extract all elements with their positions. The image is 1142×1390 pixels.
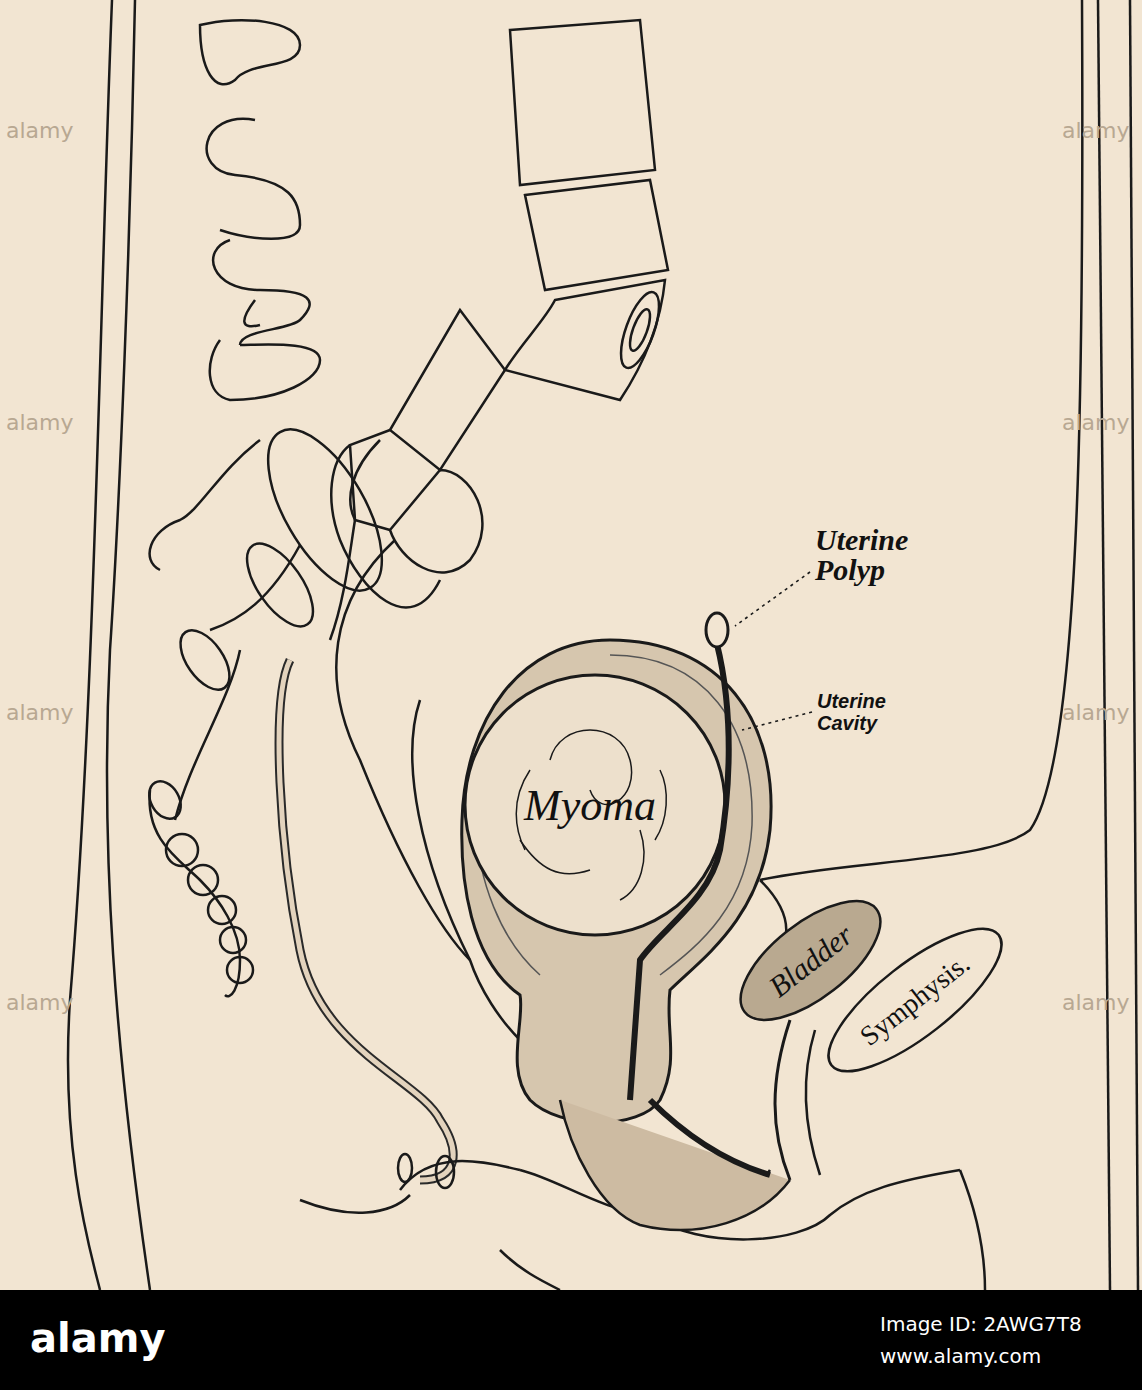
watermark: alamy: [1062, 118, 1130, 143]
watermark: alamy: [1062, 990, 1130, 1015]
organ-label: Myoma: [524, 780, 656, 831]
watermark: alamy: [1062, 700, 1130, 725]
anatomy-illustration: [0, 0, 1142, 1290]
watermark-logo: alamy: [30, 1315, 165, 1361]
watermark: alamy: [6, 118, 74, 143]
callout-label: Uterine Cavity: [817, 690, 917, 734]
image-id: Image ID: 2AWG7T8: [880, 1312, 1082, 1336]
tumor-shape: Myoma: [474, 689, 706, 921]
callout-label: Uterine Polyp: [815, 525, 955, 585]
watermark: alamy: [6, 410, 74, 435]
watermark-url: www.alamy.com: [880, 1344, 1041, 1368]
watermark: alamy: [6, 990, 74, 1015]
organ-label: Symphysis.: [854, 947, 976, 1052]
watermark: alamy: [6, 700, 74, 725]
watermark-bar: [0, 1290, 1142, 1390]
watermark: alamy: [1062, 410, 1130, 435]
